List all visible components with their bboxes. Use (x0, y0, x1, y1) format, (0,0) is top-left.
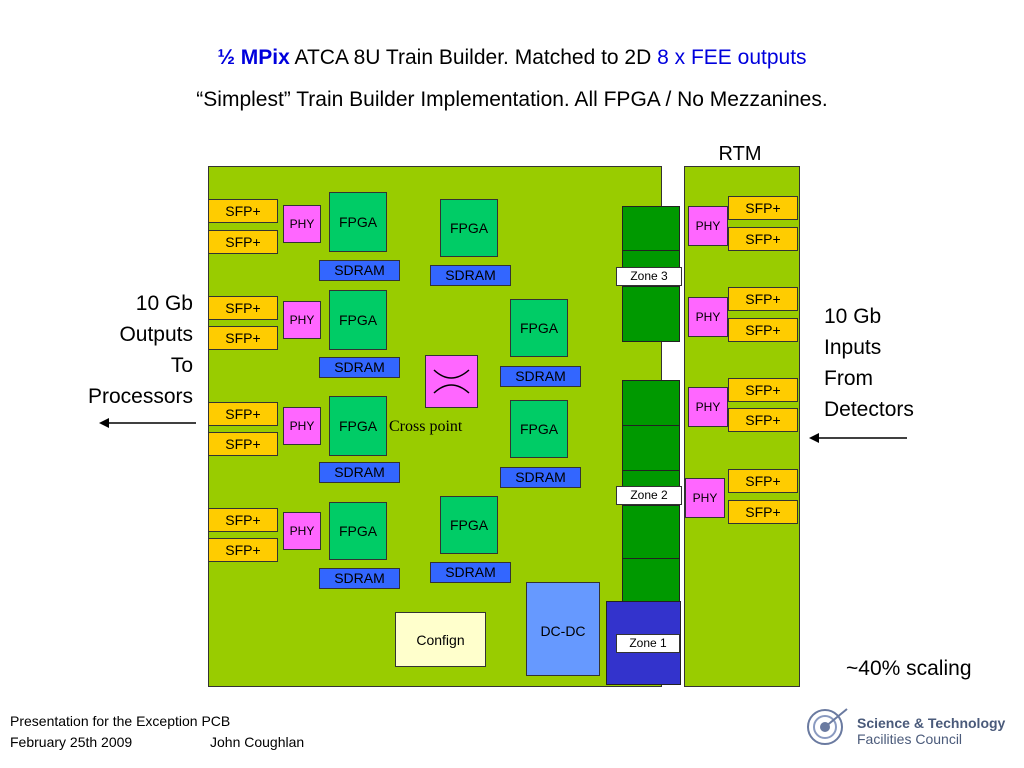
right-text-line1: 10 Gb (824, 305, 882, 328)
left-arrow-icon (99, 418, 196, 428)
sfp-rtm-3: SFP+ (728, 287, 798, 311)
phy-rtm-1: PHY (688, 206, 728, 246)
sfp-rtm-4: SFP+ (728, 318, 798, 342)
sfp-left-6: SFP+ (208, 432, 278, 456)
logo-line1: Science & Technology (857, 715, 1006, 731)
fpga-right-1: FPGA (510, 299, 568, 357)
zone2-block-2 (622, 425, 680, 471)
phy-rtm-2: PHY (688, 297, 728, 337)
footer-date: February 25th 2009 (10, 734, 133, 750)
left-side-text: 10 Gb Outputs To Processors (20, 288, 193, 412)
sfp-rtm-8: SFP+ (728, 500, 798, 524)
cross-point-icon (433, 369, 470, 394)
config-block: Confign (395, 612, 486, 667)
right-arrow-icon (809, 433, 907, 443)
sfp-rtm-6: SFP+ (728, 408, 798, 432)
logo-line2: Facilities Council (857, 731, 963, 747)
phy-left-4: PHY (283, 512, 321, 550)
slide-subtitle: “Simplest” Train Builder Implementation.… (196, 88, 828, 111)
right-text-line3: From (824, 367, 873, 390)
sfp-left-7: SFP+ (208, 508, 278, 532)
fpga-left-4: FPGA (329, 502, 387, 560)
sdram-right-2: SDRAM (500, 467, 581, 488)
sfp-rtm-2: SFP+ (728, 227, 798, 251)
left-text-line3: To (170, 354, 193, 377)
left-text-line4: Processors (87, 385, 193, 408)
sfp-rtm-1: SFP+ (728, 196, 798, 220)
stfc-logo-icon (807, 708, 848, 745)
fpga-center-2: FPGA (440, 496, 498, 554)
left-text-line2: Outputs (119, 323, 193, 346)
right-text-line4: Detectors (824, 398, 914, 421)
rtm-label: RTM (718, 143, 762, 165)
sdram-left-3: SDRAM (319, 462, 400, 483)
left-text-line1: 10 Gb (135, 292, 193, 315)
sfp-left-2: SFP+ (208, 230, 278, 254)
fpga-left-3: FPGA (329, 396, 387, 456)
sdram-right-1: SDRAM (500, 366, 581, 387)
sfp-rtm-5: SFP+ (728, 378, 798, 402)
fpga-left-1: FPGA (329, 192, 387, 252)
sfp-left-4: SFP+ (208, 326, 278, 350)
phy-left-2: PHY (283, 301, 321, 339)
zone3-block-bottom (622, 286, 680, 342)
phy-left-1: PHY (283, 205, 321, 243)
footer-line1: Presentation for the Exception PCB (10, 713, 231, 729)
zone2-label: Zone 2 (616, 486, 682, 505)
scaling-note: ~40% scaling (846, 657, 972, 680)
sfp-left-3: SFP+ (208, 296, 278, 320)
title-middle: ATCA 8U Train Builder. Matched to 2D (289, 46, 658, 69)
footer-author: John Coughlan (210, 734, 305, 750)
right-side-text: 10 Gb Inputs From Detectors (824, 301, 954, 425)
zone2-block-5 (622, 558, 680, 603)
dcdc-block: DC-DC (526, 582, 600, 676)
zone2-block-4 (622, 505, 680, 559)
sfp-left-8: SFP+ (208, 538, 278, 562)
zone3-label: Zone 3 (616, 267, 682, 286)
slide-title: ½ MPix ATCA 8U Train Builder. Matched to… (0, 46, 1024, 70)
fpga-left-2: FPGA (329, 290, 387, 350)
sdram-left-2: SDRAM (319, 357, 400, 378)
sfp-left-1: SFP+ (208, 199, 278, 223)
zone3-block-top (622, 206, 680, 252)
title-half-mpix: ½ MPix (217, 46, 290, 69)
phy-rtm-3: PHY (688, 387, 728, 427)
title-fee: 8 x FEE outputs (657, 46, 807, 69)
sdram-center-1: SDRAM (430, 265, 511, 286)
fpga-right-2: FPGA (510, 400, 568, 458)
sdram-center-2: SDRAM (430, 562, 511, 583)
sfp-rtm-7: SFP+ (728, 469, 798, 493)
cross-point-label: Cross point (389, 418, 463, 435)
right-text-line2: Inputs (824, 336, 882, 359)
zone1-label: Zone 1 (616, 634, 680, 653)
sfp-left-5: SFP+ (208, 402, 278, 426)
sdram-left-4: SDRAM (319, 568, 400, 589)
cross-point-switch (425, 355, 478, 408)
sdram-left-1: SDRAM (319, 260, 400, 281)
zone2-block-1 (622, 380, 680, 426)
phy-left-3: PHY (283, 407, 321, 445)
fpga-center-1: FPGA (440, 199, 498, 257)
phy-rtm-4: PHY (685, 478, 725, 518)
